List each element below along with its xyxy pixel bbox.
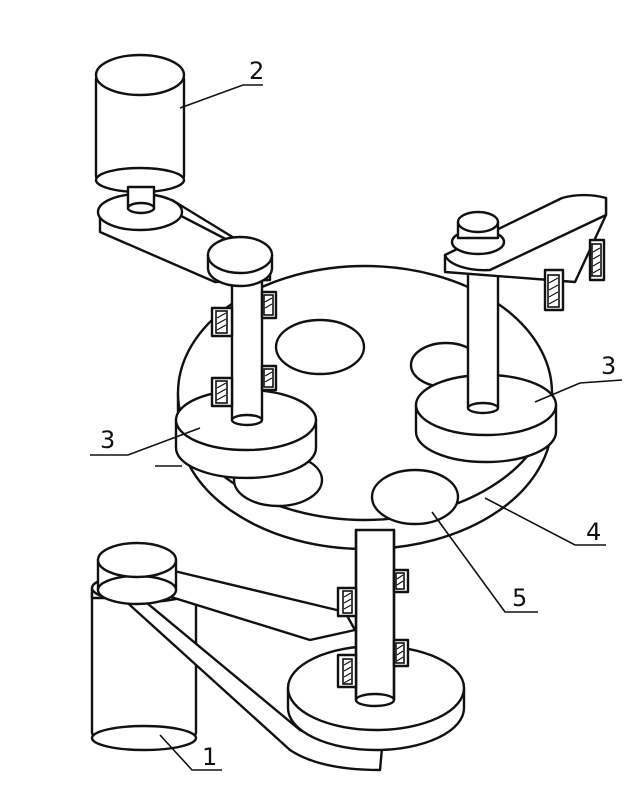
top-motor	[94, 53, 186, 215]
leader-spindle-right	[534, 379, 623, 403]
sample-hole-top	[274, 318, 366, 376]
label-motor-bottom: 1	[202, 743, 217, 771]
left-spindle-bearings	[210, 290, 278, 408]
leader-motor-top	[179, 84, 263, 109]
leader-motor-bottom	[159, 734, 222, 771]
leader-turntable	[484, 497, 606, 546]
sample-hole-front	[370, 468, 460, 526]
leader-lines	[90, 84, 623, 771]
label-turntable: 4	[586, 518, 601, 546]
leader-sample-hole	[431, 511, 538, 613]
label-spindle-right: 3	[601, 352, 616, 380]
main-shaft	[354, 528, 396, 708]
right-spindle-shaft	[466, 260, 500, 415]
left-spindle-shaft	[230, 280, 264, 427]
label-motor-top: 2	[249, 57, 264, 85]
right-pressure-arm	[443, 193, 608, 284]
main-shaft-bearings	[336, 568, 410, 689]
right-arm-bearings	[543, 238, 606, 312]
motor-pulley-bottom	[96, 541, 178, 606]
leader-spindle-left	[90, 427, 201, 456]
top-drive-pulley	[206, 235, 274, 288]
label-spindle-left: 3	[100, 426, 115, 454]
label-sample-hole: 5	[512, 584, 527, 612]
